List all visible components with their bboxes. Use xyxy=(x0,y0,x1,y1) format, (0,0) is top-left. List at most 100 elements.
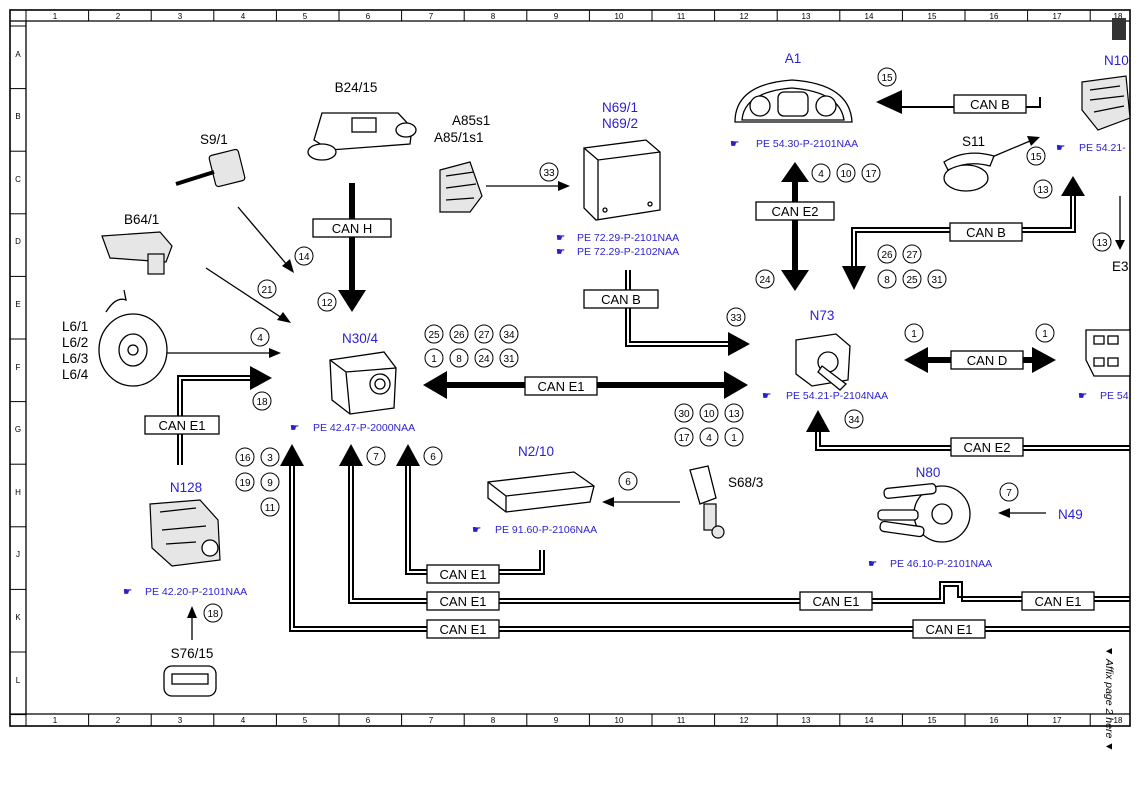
bus-label: CAN B xyxy=(970,97,1010,112)
a1-instrument-cluster: A1 ☛ PE 54.30-P-2101NAA xyxy=(730,51,858,150)
col-label: 5 xyxy=(303,12,308,21)
svg-text:26: 26 xyxy=(453,330,465,341)
col-label: 11 xyxy=(677,12,686,21)
col-label: 11 xyxy=(677,716,686,725)
signal-marker: 19 xyxy=(235,472,255,492)
signal-marker: 6 xyxy=(618,471,638,491)
signal-markers: 15 15 4 10 17 33 13 13 14 24 26 27 8 25 … xyxy=(203,67,1112,623)
ref-label: PE 54 xyxy=(1100,390,1129,402)
row-label: A xyxy=(15,50,21,59)
col-label: 7 xyxy=(429,12,434,21)
b24-15-sensor: B24/15 xyxy=(307,80,417,161)
col-label: 16 xyxy=(990,12,999,21)
e3-label: E3 xyxy=(1112,259,1129,274)
signal-marker: 6 xyxy=(423,446,443,466)
bus-label: CAN H xyxy=(332,221,372,236)
svg-text:6: 6 xyxy=(625,477,631,488)
signal-marker: 17 xyxy=(674,427,694,447)
col-label: 18 xyxy=(1114,716,1123,725)
row-label: C xyxy=(15,175,21,184)
can-e1-left-bus: CAN E1 xyxy=(144,366,272,465)
col-label: 4 xyxy=(241,12,246,21)
svg-text:14: 14 xyxy=(298,252,310,263)
component-label: L6/1 xyxy=(62,319,88,334)
signal-marker: 11 xyxy=(260,497,280,517)
col-label: 1 xyxy=(53,716,58,725)
svg-text:17: 17 xyxy=(678,433,690,444)
col-label: 4 xyxy=(241,716,246,725)
svg-text:4: 4 xyxy=(257,333,263,344)
signal-marker: 7 xyxy=(999,482,1019,502)
col-label: 12 xyxy=(740,716,749,725)
ref-hand-icon: ☛ xyxy=(730,138,739,150)
signal-arrows xyxy=(167,136,1046,640)
signal-marker: 34 xyxy=(499,324,519,344)
signal-marker: 25 xyxy=(902,269,922,289)
ref-hand-icon: ☛ xyxy=(556,246,565,258)
component-label: S9/1 xyxy=(200,132,228,147)
svg-text:16: 16 xyxy=(239,453,251,464)
ref-hand-icon: ☛ xyxy=(556,232,565,244)
svg-text:4: 4 xyxy=(706,433,712,444)
svg-text:7: 7 xyxy=(373,452,379,463)
svg-text:1: 1 xyxy=(731,433,737,444)
n2-10-module: N2/10 ☛ PE 91.60-P-2106NAA xyxy=(472,444,597,536)
bus-label: CAN E1 xyxy=(440,567,487,582)
column-labels-bottom: 1 2 3 4 5 6 7 8 9 10 11 12 13 14 15 16 1… xyxy=(53,716,1123,725)
n10-module: N10 ☛ PE 54.21- xyxy=(1056,53,1131,154)
col-label: 6 xyxy=(366,12,371,21)
col-label: 15 xyxy=(928,12,937,21)
component-label: E3 xyxy=(1112,259,1129,274)
svg-text:13: 13 xyxy=(728,409,740,420)
ref-label: PE 72.29-P-2102NAA xyxy=(577,246,679,258)
component-label: B24/15 xyxy=(335,80,378,95)
svg-text:25: 25 xyxy=(428,330,440,341)
col-label: 15 xyxy=(928,716,937,725)
signal-marker: 15 xyxy=(877,67,897,87)
s9-1-switch: S9/1 xyxy=(175,132,246,188)
svg-text:34: 34 xyxy=(503,330,515,341)
col-label: 3 xyxy=(178,716,183,725)
col-label: 13 xyxy=(802,12,811,21)
svg-text:27: 27 xyxy=(906,250,918,261)
row-label: K xyxy=(15,613,21,622)
bus-label: CAN E1 xyxy=(159,418,206,433)
signal-marker: 8 xyxy=(877,269,897,289)
b64-1-sensor: B64/1 xyxy=(101,212,173,275)
column-labels-top: 1 2 3 4 5 6 7 8 9 10 11 12 13 14 15 16 1… xyxy=(53,12,1123,21)
s68-3-buckle: S68/3 xyxy=(689,465,763,539)
n69-module: N69/1 N69/2 ☛ PE 72.29-P-2101NAA ☛ PE 72… xyxy=(556,100,679,258)
svg-text:26: 26 xyxy=(881,250,893,261)
signal-marker: 27 xyxy=(902,244,922,264)
can-e1-k-bus: CAN E1 CAN E1 CAN E1 xyxy=(339,444,1130,611)
component-label: A85s1 xyxy=(452,113,490,128)
row-label: F xyxy=(16,363,21,372)
signal-marker: 27 xyxy=(474,324,494,344)
signal-marker: 17 xyxy=(861,163,881,183)
col-label: 9 xyxy=(554,12,559,21)
signal-marker: 8 xyxy=(449,348,469,368)
svg-text:24: 24 xyxy=(478,354,490,365)
bus-label: CAN E1 xyxy=(440,594,487,609)
svg-text:3: 3 xyxy=(267,453,273,464)
col-label: 17 xyxy=(1053,716,1062,725)
col-label: 10 xyxy=(615,716,624,725)
ref-label: PE 42.47-P-2000NAA xyxy=(313,422,415,434)
signal-marker: 1 xyxy=(724,427,744,447)
signal-marker: 4 xyxy=(250,327,270,347)
can-b-right-bus: CAN B xyxy=(842,176,1125,290)
svg-text:6: 6 xyxy=(430,452,436,463)
row-label: D xyxy=(15,237,21,246)
component-label: N30/4 xyxy=(342,331,379,346)
col-label: 14 xyxy=(865,12,874,21)
signal-marker: 33 xyxy=(726,307,746,327)
s76-15-switch: S76/15 xyxy=(163,646,217,697)
svg-text:11: 11 xyxy=(265,503,276,514)
signal-marker: 33 xyxy=(539,162,559,182)
page-tab-marker xyxy=(1112,18,1126,40)
signal-marker: 25 xyxy=(424,324,444,344)
component-label: S11 xyxy=(962,134,985,149)
row-label: L xyxy=(16,676,21,685)
component-label: N80 xyxy=(916,465,941,480)
signal-marker: 24 xyxy=(755,269,775,289)
